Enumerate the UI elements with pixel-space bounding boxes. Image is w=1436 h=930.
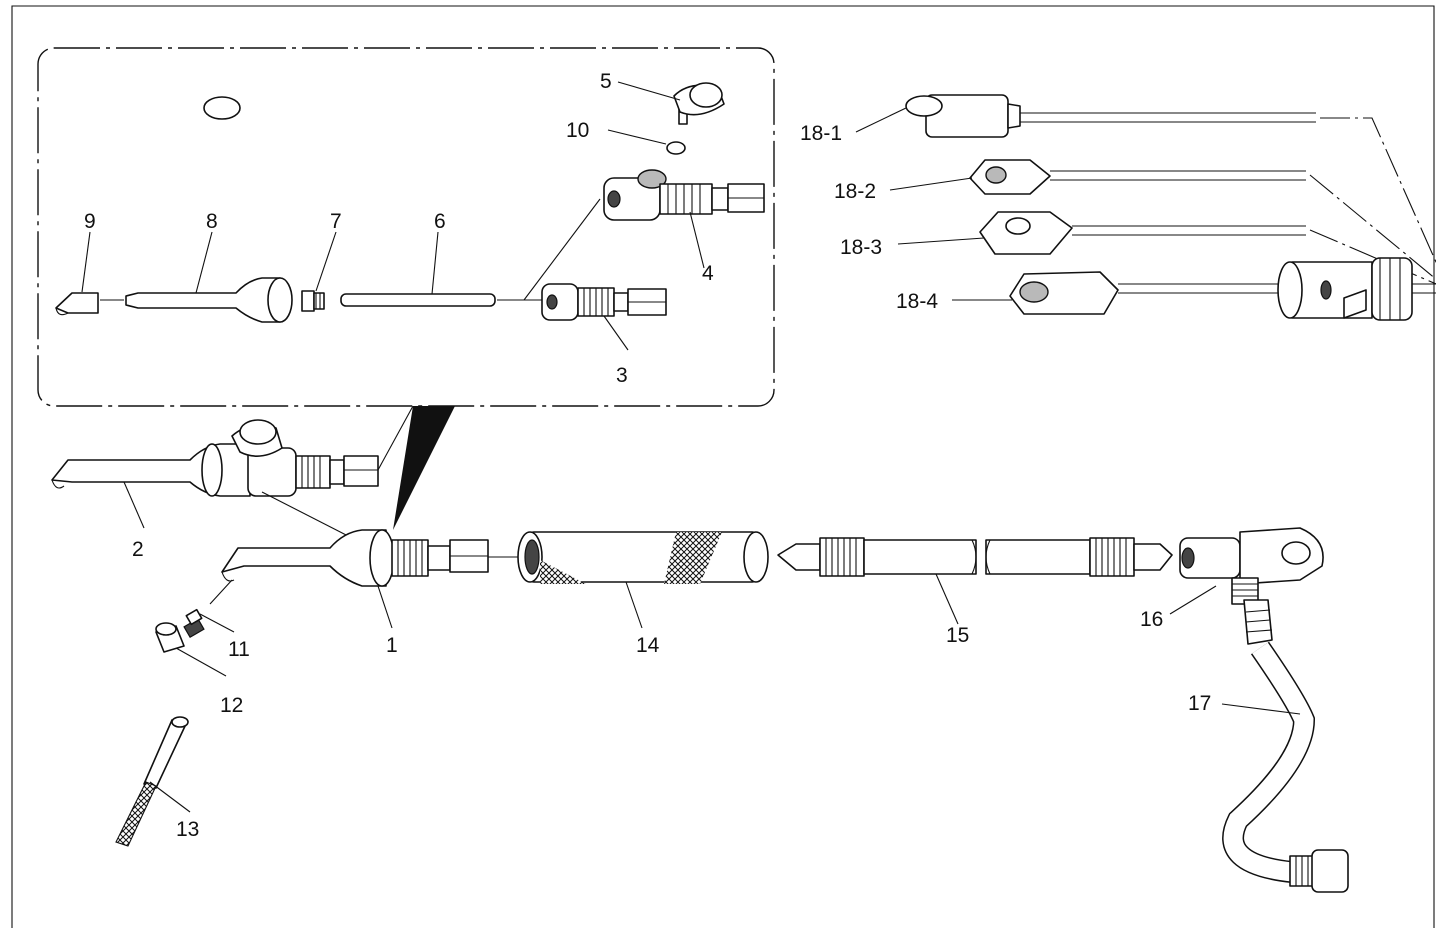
part-4-tee-body xyxy=(603,169,765,221)
part-5-knob xyxy=(673,82,725,125)
part-1-gun xyxy=(221,529,489,587)
label-5: 5 xyxy=(600,70,612,93)
label-12: 12 xyxy=(220,694,243,717)
detail-box xyxy=(37,47,775,407)
label-14: 14 xyxy=(636,634,660,657)
part-18-4-tip xyxy=(1009,271,1310,315)
part-18-1-tip xyxy=(203,94,1316,138)
label-10: 10 xyxy=(566,119,589,142)
label-3: 3 xyxy=(616,364,628,387)
part-15-hose xyxy=(777,537,1173,577)
label-13: 13 xyxy=(176,818,199,841)
label-18-2: 18-2 xyxy=(834,180,876,203)
part-11-nipple xyxy=(183,608,205,639)
part-18-3-tip xyxy=(979,211,1306,255)
part-9-tip xyxy=(55,292,99,316)
part-18-2-tip xyxy=(969,159,1306,195)
label-2: 2 xyxy=(132,538,144,561)
label-16: 16 xyxy=(1140,608,1163,631)
label-17: 17 xyxy=(1188,692,1211,715)
part-3-fitting xyxy=(541,283,667,321)
label-11: 11 xyxy=(228,638,250,661)
label-8: 8 xyxy=(206,210,218,233)
label-18-3: 18-3 xyxy=(840,236,882,259)
detail-callout-wedge xyxy=(393,406,455,530)
leader-lines xyxy=(81,81,1301,813)
page-frame xyxy=(11,5,1435,928)
part-17-flex-hose xyxy=(1222,599,1349,893)
part-16-elbow xyxy=(1179,527,1324,605)
label-6: 6 xyxy=(434,210,446,233)
part-14-handle xyxy=(517,531,769,584)
part-2-gun-assembly xyxy=(51,419,379,497)
part-12-cap xyxy=(155,622,185,653)
part-7-nut xyxy=(301,290,325,312)
label-15: 15 xyxy=(946,624,969,647)
label-1: 1 xyxy=(386,634,398,657)
part-6-rod xyxy=(340,293,496,307)
label-7: 7 xyxy=(330,210,342,233)
label-4: 4 xyxy=(702,262,714,285)
part-13-brush xyxy=(115,716,189,847)
part-10-o-ring xyxy=(666,141,686,155)
label-9: 9 xyxy=(84,210,96,233)
part-18-handle xyxy=(1277,257,1413,321)
label-18-4: 18-4 xyxy=(896,290,938,313)
part-8-nozzle xyxy=(125,277,293,323)
label-18-1: 18-1 xyxy=(800,122,842,145)
